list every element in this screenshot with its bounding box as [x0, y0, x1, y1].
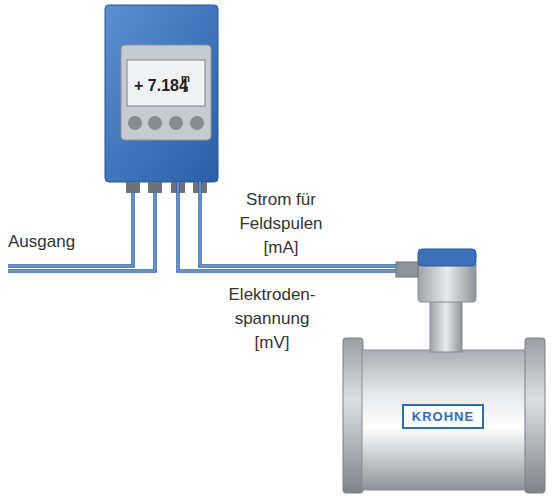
- display-unit: m s: [180, 74, 191, 94]
- sensor-neck: [430, 300, 462, 352]
- flow-sensor: KROHNE: [396, 249, 546, 494]
- flange: [525, 338, 545, 493]
- transmitter-housing: [105, 5, 218, 182]
- cable-gland: [148, 182, 162, 193]
- sensor-body: [362, 350, 526, 490]
- edge-label: Strom für Feldspulen [mA]: [225, 188, 337, 260]
- output-wire-highlight: [8, 193, 155, 271]
- cable-gland: [171, 182, 185, 193]
- button: [128, 116, 142, 130]
- cable-highlight: [200, 182, 396, 266]
- output-wire: [8, 193, 155, 271]
- output-wire: [8, 193, 133, 266]
- button: [169, 116, 183, 130]
- signal-cable: [178, 182, 396, 271]
- button: [190, 116, 204, 130]
- junction-box-cover: [418, 249, 476, 266]
- cable-gland: [396, 262, 418, 277]
- transmitter: + 7.184m s: [105, 5, 218, 182]
- edge-label: Elektroden- spannung [mV]: [222, 283, 322, 355]
- display-value: + 7.184: [134, 76, 182, 96]
- brand-plate: KROHNE: [402, 404, 484, 429]
- display-screen: [127, 60, 205, 106]
- flange: [343, 338, 363, 493]
- signal-label: Ausgang: [8, 230, 98, 254]
- junction-box: [418, 262, 476, 302]
- output-wire-highlight: [8, 193, 133, 266]
- button: [148, 116, 162, 130]
- display-frame: [121, 45, 211, 140]
- cable-gland: [193, 182, 207, 193]
- cable-highlight: [178, 182, 396, 271]
- signal-cable: [200, 182, 396, 266]
- cable-gland: [126, 182, 140, 193]
